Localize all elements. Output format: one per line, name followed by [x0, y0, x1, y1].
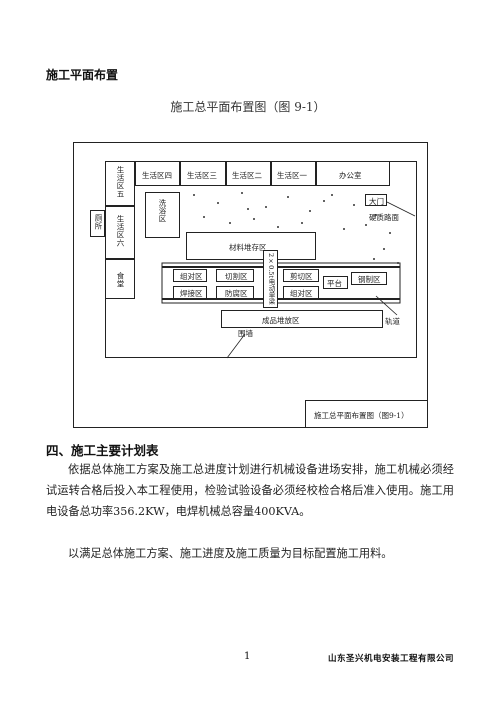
- living-area-2: 生活区二: [226, 161, 271, 186]
- track-label: 轨道: [385, 317, 400, 326]
- site-plan-diagram: 施工总平面布置图（图9-1） 生活区四 生活区三 生活区二 生活区一 办公室 生…: [73, 142, 428, 428]
- gate: 大门: [365, 194, 387, 206]
- paragraph-1: 依据总体施工方案及施工总进度计划进行机械设备进场安排，施工机械必须经试运转合格后…: [46, 463, 454, 518]
- steel-platform: 平台: [323, 276, 348, 289]
- cutting-area: 切割区: [216, 269, 254, 282]
- material-storage: 材料堆存区: [186, 232, 316, 260]
- gate-pointer: [386, 201, 416, 217]
- assembly-area-1: 组对区: [173, 269, 207, 282]
- living-area-3: 生活区三: [180, 161, 226, 186]
- living-area-5: 生活区五: [105, 161, 135, 206]
- wash-area: 洗浴区: [145, 192, 180, 238]
- title-block: 施工总平面布置图（图9-1）: [305, 400, 428, 428]
- fence-label: 围墙: [238, 329, 253, 338]
- paragraph-2: 以满足总体施工方案、施工进度及施工质量为目标配置施工用料。: [68, 547, 393, 560]
- office: 办公室: [316, 161, 390, 186]
- workshop-rails: [161, 262, 401, 304]
- rebar-area: 钢制区: [351, 272, 387, 285]
- living-area-1: 生活区一: [271, 161, 316, 186]
- track-pointer: [375, 295, 398, 316]
- footer-company: 山东圣兴机电安装工程有限公司: [328, 654, 455, 664]
- section4-title: 四、施工主要计划表: [46, 443, 159, 458]
- living-area-4: 生活区四: [135, 161, 180, 186]
- welding-area: 焊接区: [173, 286, 207, 299]
- canteen: 食堂: [105, 259, 135, 299]
- living-area-6: 生活区六: [105, 206, 135, 259]
- section-title: 施工平面布置: [46, 68, 119, 82]
- finished-storage: 成品堆放区: [221, 310, 383, 328]
- title-block-text: 施工总平面布置图（图9-1）: [314, 411, 409, 420]
- fence-pointer: [226, 333, 246, 359]
- cutting-area-2: 剪切区: [283, 269, 319, 282]
- assembly-area-2: 组对区: [283, 286, 319, 299]
- crane-column: 2×0.5t电动单梁: [263, 250, 278, 308]
- figure-caption: 施工总平面布置图（图 9-1）: [170, 100, 326, 114]
- hardened-road-label: 硬质路面: [369, 213, 399, 222]
- page-number: 1: [244, 651, 251, 662]
- toilet: 厕所: [90, 210, 105, 237]
- painting-area: 防腐区: [216, 286, 254, 299]
